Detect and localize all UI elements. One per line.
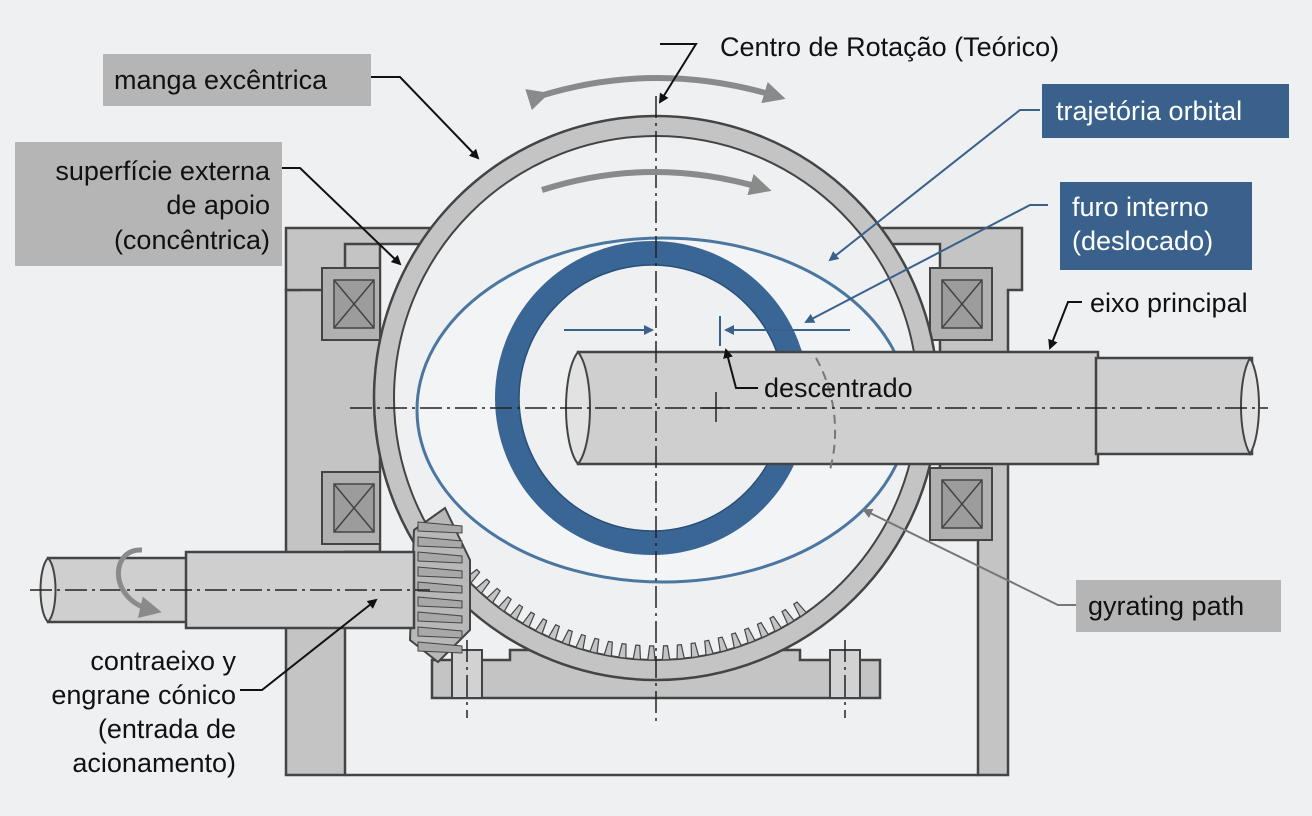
gear-tooth [717,636,729,653]
bevel-tooth [417,626,463,639]
leader-trajetoria [828,109,1040,262]
gear-tooth [647,645,656,661]
gear-tooth [521,611,536,629]
label-centro-rotacao: Centro de Rotação (Teórico) [720,32,1059,62]
countershaft-rotation-icon [116,547,162,619]
bevel-tooth [417,611,463,624]
label-box-furo [1060,182,1252,270]
gear-tooth [603,640,613,657]
bevel-tooth [417,551,463,564]
bevel-tooth [417,596,463,609]
label-descentrado: descentrado [764,373,913,403]
gear-tooth [676,644,686,660]
bearing-upper-right [929,267,993,341]
bevel-tooth [417,566,463,579]
rotation-arrow-double-icon [525,75,786,111]
label-gyrating-path: gyrating path [1088,591,1244,621]
gear-tooth [756,621,770,639]
leader-contraeixo [240,598,378,691]
bearing-lower-right [929,467,993,541]
gear-tooth [575,633,587,651]
rotation-arrow-icon [541,169,772,196]
label-box-gyrating [1076,580,1281,632]
label-contraeixo-3: (entrada de [98,714,236,744]
label-superficie-2: de apoio [166,190,270,220]
label-superficie-1: superfície externa [55,156,271,186]
label-box-superficie [15,142,282,266]
leader-centro [658,43,698,104]
gear-tooth [743,627,756,645]
bevel-gear [408,506,471,664]
gear-tooth [632,644,642,661]
bevel-tooth [417,536,463,549]
leader-furo [804,204,1048,323]
gear-tooth [485,587,501,604]
gear-tooth [661,645,671,661]
label-eixo-principal: eixo principal [1090,288,1248,318]
gear-tooth [781,608,795,626]
center-lines [30,96,1268,725]
gear-tooth [792,601,808,618]
bevel-tooth [417,641,463,654]
leader-gyrating [862,509,1078,606]
gear-tooth [475,578,491,595]
gear-tooth [561,629,573,646]
gear-tooth [509,604,524,621]
gear-tooth [690,642,700,659]
gear-tooth [589,637,600,655]
gear-tooth [617,643,627,659]
label-manga-excentrica: manga excêntrica [114,65,328,95]
gear-tooth [547,624,561,641]
gear-tooth [497,596,512,613]
leader-superficie [282,167,402,266]
leader-descentrado [723,348,758,389]
label-contraeixo-4: acionamento) [72,748,236,778]
bearing-upper-left [321,267,381,341]
label-superficie-3: (concêntrica) [114,225,270,255]
label-furo-1: furo interno [1072,192,1209,222]
main-shaft [565,350,1260,466]
gear-tooth [730,632,743,649]
leader-eixo [1048,301,1082,350]
label-box-trajetoria [1042,84,1289,138]
gear-tooth [704,639,714,656]
gear-tooth [769,615,783,633]
label-furo-2: (deslocado) [1072,226,1213,256]
label-contraeixo-1: contraeixo y [90,646,236,676]
label-trajetoria-orbital: trajetória orbital [1056,96,1242,126]
label-box-manga [103,54,371,106]
bevel-tooth [417,521,463,534]
leader-manga [370,76,480,160]
gear-tooth [534,618,548,635]
label-contraeixo-2: engrane cónico [51,680,236,710]
bearing-lower-left [321,471,381,545]
